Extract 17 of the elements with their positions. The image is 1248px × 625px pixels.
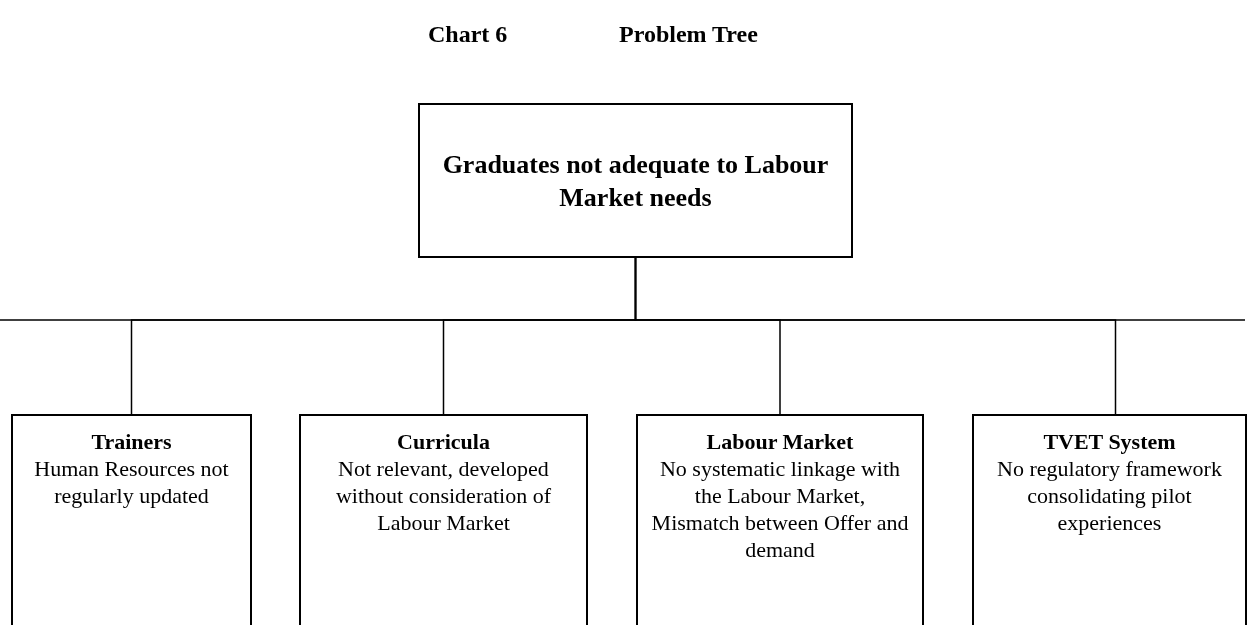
cause-heading: Trainers — [91, 428, 172, 455]
cause-heading: Labour Market — [706, 428, 854, 455]
problem-box — [418, 103, 853, 258]
cause-box — [11, 414, 252, 625]
problem-text: Graduates not adequate to Labour Market needs — [441, 148, 830, 214]
cause-description: No regulatory framework consolidating pilot experiences — [996, 455, 1223, 536]
chart-number: Chart 6 — [428, 20, 508, 49]
cause-box — [972, 414, 1247, 625]
cause-description: No systematic linkage with the Labour Market, Mismatch between Offer and demand — [650, 455, 910, 563]
connector-line — [634, 257, 1117, 415]
cause-heading: TVET System — [1043, 428, 1176, 455]
cause-description: Not relevant, developed without consideration of Labour Market — [334, 455, 553, 536]
cause-box — [299, 414, 588, 625]
cause-heading: Curricula — [397, 428, 490, 455]
cause-box — [636, 414, 924, 625]
chart-title: Problem Tree — [619, 20, 758, 49]
cause-description: Human Resources not regularly updated — [33, 455, 230, 509]
